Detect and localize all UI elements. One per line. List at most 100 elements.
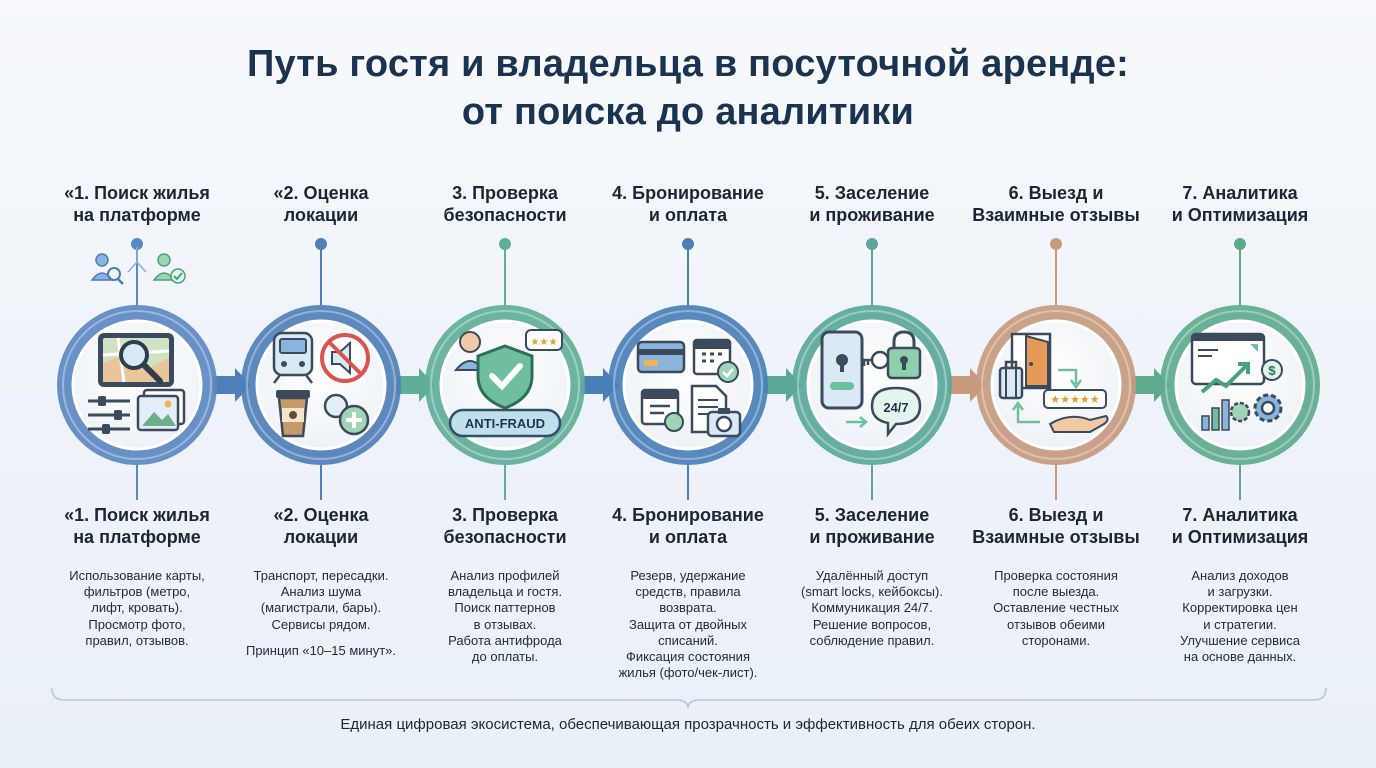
description-line: Анализ доходов (1191, 568, 1289, 583)
label-line: 7. Аналитика (1182, 505, 1298, 525)
guest-search-icon (90, 253, 124, 285)
label-line: «1. Поиск жилья (64, 183, 210, 203)
hand-icon (1048, 414, 1109, 433)
description-line: Анализ профилей (450, 568, 560, 583)
exit-flow-arrow (1058, 368, 1078, 384)
description-line: Корректировка цен (1182, 600, 1298, 616)
calendar-icon (640, 388, 684, 432)
suitcase-icon (998, 360, 1024, 400)
connector-dot (499, 238, 511, 250)
description-line: соблюдение правил. (809, 632, 935, 648)
description-line: Коммуникация 24/7. (811, 600, 933, 616)
step-2-description: Транспорт, пересадки.Анализ шума(магистр… (233, 568, 409, 659)
smartphone-lock-icon (820, 330, 864, 410)
photo-gallery-icon (136, 388, 186, 432)
label-line: локации (283, 527, 359, 547)
description-line: Просмотр фото, (88, 616, 186, 632)
description-line: Сервисы рядом. (271, 616, 371, 632)
description-line: Поиск паттернов (454, 600, 556, 616)
connector-dot (1234, 238, 1246, 250)
label-line: 7. Аналитика (1182, 183, 1298, 203)
label-line: 6. Выезд и (1008, 183, 1104, 203)
svg-text:★★★: ★★★ (531, 337, 558, 348)
padlock-icon (886, 330, 922, 380)
train-icon (272, 331, 314, 384)
description-line: фильтров (метро, (83, 584, 191, 600)
camera-icon (706, 408, 742, 438)
description-line: владельца и гостя. (447, 584, 563, 600)
description-line: Фиксация состояния (625, 649, 750, 665)
map-search-icon (98, 333, 174, 387)
connector-dot (131, 238, 143, 250)
label-line: «2. Оценка (273, 505, 369, 525)
label-line: и оплата (648, 527, 728, 547)
description-line (233, 633, 409, 643)
filter-sliders-icon (88, 396, 130, 434)
calendar-check-icon (692, 338, 739, 383)
svg-text:★★★★★: ★★★★★ (1050, 393, 1099, 406)
description-line: правил, отзывов. (85, 632, 189, 648)
description-line: Оставление честных (993, 600, 1119, 616)
shield-check-icon (476, 344, 534, 410)
credit-card-icon (636, 340, 686, 374)
footer-caption: Единая цифровая экосистема, обеспечивающ… (340, 716, 1036, 733)
rating-stars-icon: ★★★★★ (1043, 389, 1107, 409)
description-line: Принцип «10–15 минут». (245, 642, 397, 658)
growth-arrow-icon (1200, 362, 1250, 431)
coffee-cup-icon (276, 390, 310, 438)
label-line: на платформе (73, 527, 201, 547)
label-line: безопасности (443, 205, 567, 225)
description-line: Транспорт, пересадки. (253, 568, 389, 583)
chat-support-icon: 24/7 (870, 386, 922, 438)
description-line: до оплаты. (471, 649, 539, 665)
no-noise-icon (320, 333, 370, 383)
description-line: на основе данных. (1183, 649, 1297, 665)
step-5-description: Удалённый доступ(smart locks, кейбоксы).… (784, 568, 960, 649)
description-line: Проверка состояния (994, 568, 1118, 583)
connector-dot (866, 238, 878, 250)
page-title: Путь гостя и владельца в посуточной арен… (0, 40, 1376, 136)
description-line: сторонами. (1021, 632, 1091, 648)
return-flow-arrow (1016, 406, 1040, 424)
description-line: Анализ шума (280, 584, 362, 600)
owner-check-icon (152, 253, 186, 284)
dashboard-chart-icon (1190, 332, 1266, 386)
description-line: Улучшение сервиса (1179, 632, 1301, 648)
label-line: 3. Проверка (452, 505, 558, 525)
description-line: списаний. (658, 632, 718, 648)
label-line: 5. Заселение (814, 183, 930, 203)
step-1-description: Использование карты,фильтров (метро,лифт… (49, 568, 225, 649)
svg-text:$: $ (1268, 363, 1276, 378)
anti-fraud-badge: ANTI-FRAUD (448, 408, 562, 438)
title-line-2: от поиска до аналитики (461, 91, 915, 133)
description-line: Использование карты, (69, 568, 205, 583)
description-line: (магистрали, бары). (260, 600, 382, 616)
description-line: лифт, кровать). (91, 600, 183, 616)
branch-line (136, 261, 147, 273)
label-line: 4. Бронирование (612, 183, 764, 203)
branch-line (127, 247, 138, 273)
description-line: после выезда. (1012, 584, 1100, 600)
connector-dot (315, 238, 327, 250)
label-line: Взаимные отзывы (972, 205, 1140, 225)
description-line: Защита от двойных (628, 616, 748, 632)
label-line: и Оптимизация (1171, 527, 1309, 547)
connector-layer (131, 238, 1246, 500)
description-line: Удалённый доступ (815, 568, 929, 583)
label-line: 6. Выезд и (1008, 505, 1104, 525)
